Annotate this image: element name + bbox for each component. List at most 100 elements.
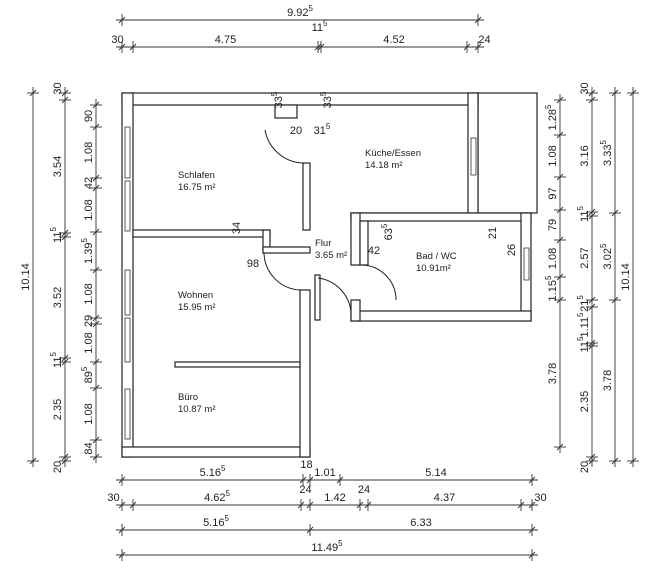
dim-label: 2.57 <box>579 247 591 268</box>
room-name: Wohnen <box>178 290 213 301</box>
dim-label: 29 <box>83 315 95 327</box>
dim-label: 30 <box>579 82 591 94</box>
wall-bath-bottom <box>350 310 532 322</box>
dim-label: 30 <box>52 82 64 94</box>
dim-label: 5.14 <box>425 467 446 479</box>
dim-label: 24 <box>299 484 311 496</box>
dim-label: 1.155 <box>544 275 559 301</box>
dim-label: 1.08 <box>83 283 95 304</box>
wall-wohnen-flur <box>299 289 311 458</box>
dim-label: 9.925 <box>287 4 313 19</box>
dim-label: 1.08 <box>547 248 559 269</box>
dim-label: 115 <box>49 352 64 368</box>
dim-label: 34 <box>231 222 243 234</box>
dim-label: 4.37 <box>434 492 455 504</box>
dim-label: 1.42 <box>324 492 345 504</box>
room-area: 10.87 m² <box>178 404 216 415</box>
dim-label: 5.165 <box>203 514 229 529</box>
dim-bottom-total: 11.495 <box>116 539 538 561</box>
dim-label: 30 <box>534 492 546 504</box>
wall-bath-top <box>350 212 532 222</box>
dim-label: 97 <box>547 187 559 199</box>
dim-label: 895 <box>80 366 95 383</box>
room-area: 14.18 m² <box>365 160 403 171</box>
room-area: 15.95 m² <box>178 302 216 313</box>
dim-label: 315 <box>314 122 331 137</box>
dim-label: 20 <box>52 461 64 473</box>
dim-label: 3.78 <box>602 370 614 391</box>
dim-bottom-row3: 5.165 6.33 <box>116 514 538 536</box>
dim-label: 3.335 <box>599 140 614 166</box>
dim-label: 6.33 <box>410 517 431 529</box>
dim-label: 115 <box>312 19 328 34</box>
shaft <box>359 220 369 266</box>
dim-top-total: 9.925 <box>116 4 484 26</box>
dim-label: 1.08 <box>547 145 559 166</box>
room-name: Küche/Essen <box>365 148 421 159</box>
dim-label: 215 <box>576 295 591 312</box>
dim-label: 3.16 <box>579 145 591 166</box>
dim-label: 24 <box>358 484 370 496</box>
chimney <box>274 104 298 119</box>
dim-label: 1.08 <box>83 403 95 424</box>
dim-label: 4.52 <box>383 34 404 46</box>
dim-label: 3.025 <box>599 243 614 269</box>
wall-schlafen-wohnen <box>132 229 271 238</box>
dim-label: 30 <box>111 34 123 46</box>
dim-label: 10.14 <box>620 263 632 291</box>
dim-label: 3.78 <box>547 363 559 384</box>
dim-label: 21 <box>487 227 499 239</box>
dim-label: 1.01 <box>314 467 335 479</box>
dim-label: 2.35 <box>579 391 591 412</box>
windows <box>124 126 530 440</box>
dim-label: 42 <box>83 177 95 189</box>
wall-bath-left-2 <box>350 299 361 322</box>
wall-schlafen-flur <box>302 162 311 231</box>
room-name: Bad / WC <box>416 251 457 262</box>
dim-label: 24 <box>478 34 490 46</box>
dim-label: 18 <box>300 459 312 471</box>
dim-label: 10.14 <box>20 263 32 291</box>
dim-label: 20 <box>290 125 302 137</box>
dim-label: 90 <box>83 110 95 122</box>
wall-wohnen-buero <box>174 361 301 368</box>
doors <box>263 129 397 313</box>
dim-label: 4.625 <box>204 489 230 504</box>
dim-label: 79 <box>547 219 559 231</box>
room-name: Büro <box>178 392 198 403</box>
dim-label: 115 <box>49 227 64 243</box>
dim-label: 635 <box>380 223 395 240</box>
dim-label: 30 <box>107 492 119 504</box>
dim-label: 1.08 <box>83 142 95 163</box>
wall-bath-left <box>350 212 361 266</box>
dim-label: 3.52 <box>52 287 64 308</box>
dim-label: 26 <box>506 244 518 256</box>
dim-label: 42 <box>368 245 380 257</box>
dim-label: 98 <box>247 258 259 270</box>
balcony <box>477 92 538 214</box>
walls <box>121 92 538 458</box>
wall-jog-2 <box>262 246 311 254</box>
dim-label: 84 <box>83 442 95 454</box>
dim-label: 2.35 <box>52 399 64 420</box>
wall-bottom <box>121 446 311 458</box>
room-area: 3.65 m² <box>315 250 347 261</box>
dim-right-total: 10.14 <box>620 87 639 467</box>
room-area: 16.75 m² <box>178 182 216 193</box>
dim-left-total: 10.14 <box>20 87 39 467</box>
dim-label: 20 <box>579 461 591 473</box>
dim-label: 3.54 <box>52 156 64 177</box>
dim-bottom-row2: 30 4.625 24 1.42 24 4.37 30 <box>107 484 547 511</box>
dim-label: 11.495 <box>311 539 343 554</box>
wall-flur-left <box>314 274 321 321</box>
dim-left-rooms: 30 3.54 115 3.52 115 2.35 20 <box>49 82 71 473</box>
dim-right-sections: 3.335 3.025 3.78 <box>599 87 621 467</box>
wall-top <box>121 92 479 106</box>
